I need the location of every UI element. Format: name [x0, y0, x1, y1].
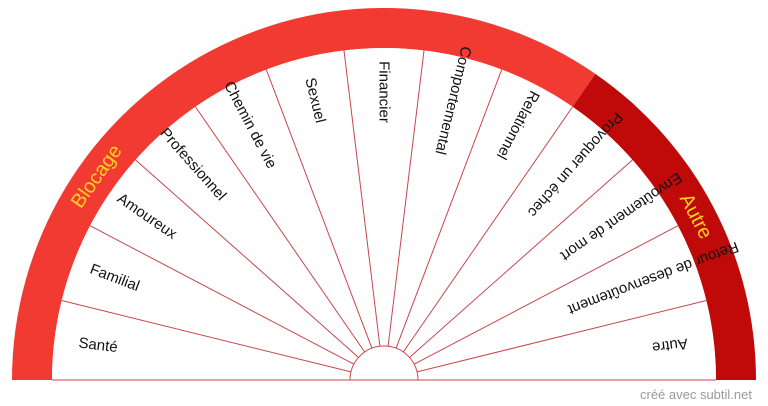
dial-face — [52, 48, 716, 380]
sector-divider — [135, 159, 359, 358]
sector-divider — [395, 69, 503, 349]
sector-divider — [194, 106, 366, 353]
sector-divider — [89, 225, 355, 365]
sector-divider — [61, 300, 352, 373]
band-autre — [572, 73, 756, 380]
category-band-layer — [12, 8, 756, 380]
hub-layer — [349, 345, 419, 381]
sector-divider — [387, 50, 425, 347]
dial-hub — [349, 345, 419, 381]
sector-divider — [409, 159, 633, 358]
dial-face-layer — [52, 48, 716, 380]
sector-divider — [402, 106, 574, 353]
sector-label-sante[interactable]: Santé — [78, 334, 119, 356]
sector-label-autre[interactable]: Autre — [651, 335, 689, 356]
sector-label-financier[interactable]: Financier — [376, 61, 393, 123]
sector-divider — [265, 69, 373, 349]
band-blocage — [12, 8, 596, 380]
sector-divider — [413, 225, 679, 365]
sector-divider-layer — [52, 50, 716, 381]
sector-divider — [343, 50, 381, 347]
footer-credit: créé avec subtil.net — [639, 387, 752, 402]
sector-divider — [416, 300, 707, 373]
